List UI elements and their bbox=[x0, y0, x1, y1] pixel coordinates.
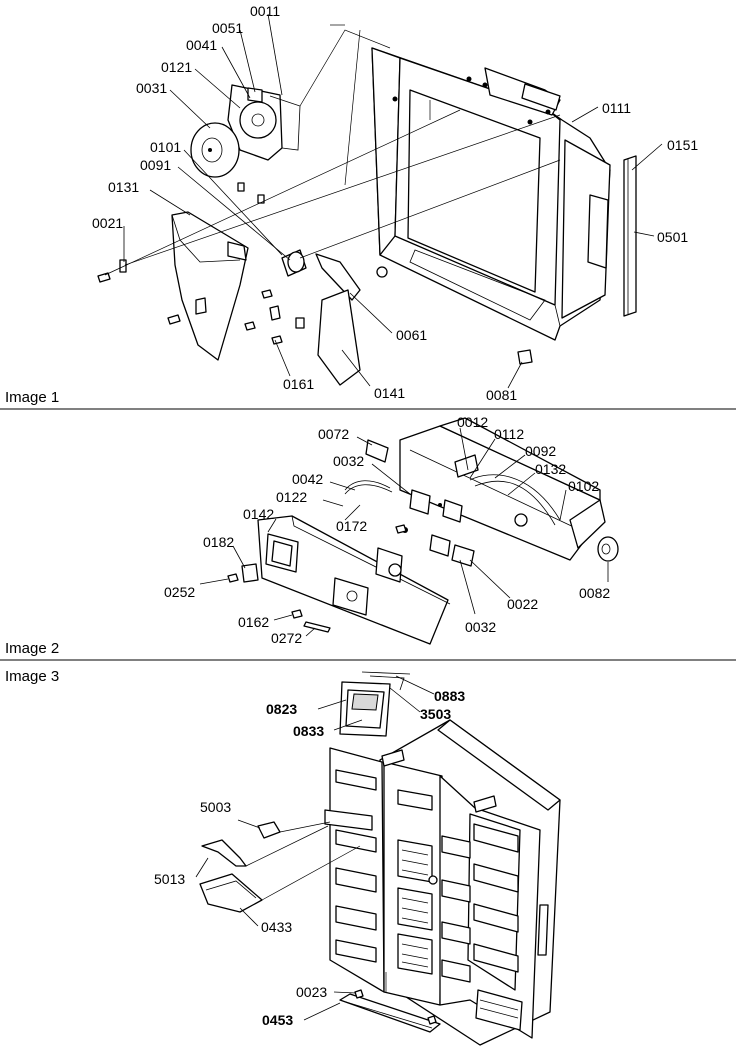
evaporator-cover-drawing bbox=[371, 47, 611, 341]
label-0131: 0131 bbox=[108, 179, 139, 195]
label-0272: 0272 bbox=[271, 630, 302, 646]
label-5013: 5013 bbox=[154, 871, 185, 887]
label-0112: 0112 bbox=[494, 426, 524, 442]
label-0161: 0161 bbox=[283, 376, 314, 392]
label-0433: 0433 bbox=[261, 919, 292, 935]
leader-lines-image-2 bbox=[199, 427, 609, 637]
label-0042: 0042 bbox=[292, 471, 323, 487]
label-0102: 0102 bbox=[568, 478, 599, 494]
leader-lines-image-3 bbox=[195, 675, 435, 1021]
label-0082: 0082 bbox=[579, 585, 610, 601]
wire-harness-drawing bbox=[344, 474, 561, 527]
label-0142: 0142 bbox=[243, 506, 274, 522]
label-0122: 0122 bbox=[276, 489, 307, 505]
label-0092: 0092 bbox=[525, 443, 556, 459]
label-0021: 0021 bbox=[92, 215, 123, 231]
label-3503: 3503 bbox=[420, 706, 451, 722]
foot-pad-drawing bbox=[517, 349, 533, 365]
label-0182: 0182 bbox=[203, 534, 234, 550]
label-0883: 0883 bbox=[434, 688, 465, 704]
label-0031: 0031 bbox=[136, 80, 167, 96]
label-0012: 0012 bbox=[457, 414, 488, 430]
air-duct-left-drawing bbox=[171, 211, 249, 361]
assembly-lines bbox=[104, 24, 561, 276]
label-0252: 0252 bbox=[164, 584, 195, 600]
label-0111: 0111 bbox=[602, 100, 631, 116]
label-5003: 5003 bbox=[200, 799, 231, 815]
label-0453: 0453 bbox=[262, 1012, 293, 1028]
label-0032-top: 0032 bbox=[333, 453, 364, 469]
label-0072: 0072 bbox=[318, 426, 349, 442]
label-0022: 0022 bbox=[507, 596, 538, 612]
label-0823: 0823 bbox=[266, 701, 297, 717]
image-2-panel: 0072 0012 0112 0092 0032 0042 0132 0102 … bbox=[5, 414, 619, 657]
label-0132: 0132 bbox=[535, 461, 566, 477]
label-0162: 0162 bbox=[238, 614, 269, 630]
label-0051: 0051 bbox=[212, 20, 243, 36]
label-0833: 0833 bbox=[293, 723, 324, 739]
screw-drawing bbox=[237, 182, 265, 204]
label-0121: 0121 bbox=[161, 59, 192, 75]
label-0041: 0041 bbox=[186, 37, 217, 53]
fan-bracket-drawing bbox=[227, 84, 301, 161]
label-0501: 0501 bbox=[657, 229, 688, 245]
switch-components-drawing bbox=[365, 439, 475, 567]
dispenser-parts-drawing bbox=[199, 821, 361, 913]
image-1-panel: 0011 0051 0041 0121 0031 0101 0091 0131 … bbox=[5, 3, 698, 406]
label-0081: 0081 bbox=[486, 387, 517, 403]
screws-lower-drawing bbox=[97, 259, 283, 345]
section-title-image-3: Image 3 bbox=[5, 668, 59, 685]
label-0023: 0023 bbox=[296, 984, 327, 1000]
control-panel-drawing bbox=[257, 515, 451, 645]
label-0151: 0151 bbox=[667, 137, 698, 153]
fan-blade-drawing bbox=[190, 122, 240, 178]
section-title-image-1: Image 1 bbox=[5, 389, 59, 406]
label-0091: 0091 bbox=[140, 157, 171, 173]
section-title-image-2: Image 2 bbox=[5, 640, 59, 657]
label-0061: 0061 bbox=[396, 327, 427, 343]
label-0011: 0011 bbox=[250, 3, 280, 19]
kickplate-drawing bbox=[339, 972, 441, 1033]
seal-strip-drawing bbox=[623, 155, 637, 317]
dispenser-cover-drawing bbox=[339, 671, 411, 737]
small-parts-image-2-drawing bbox=[227, 524, 619, 633]
label-0101: 0101 bbox=[150, 139, 181, 155]
refrigerator-cabinet-drawing bbox=[324, 719, 561, 1046]
label-0032-bottom: 0032 bbox=[465, 619, 496, 635]
label-0172: 0172 bbox=[336, 518, 367, 534]
label-0141: 0141 bbox=[374, 385, 405, 401]
damper-assembly-drawing bbox=[269, 249, 388, 386]
leader-lines-image-1 bbox=[123, 13, 663, 389]
image-3-panel: Image 3 bbox=[5, 668, 561, 1046]
